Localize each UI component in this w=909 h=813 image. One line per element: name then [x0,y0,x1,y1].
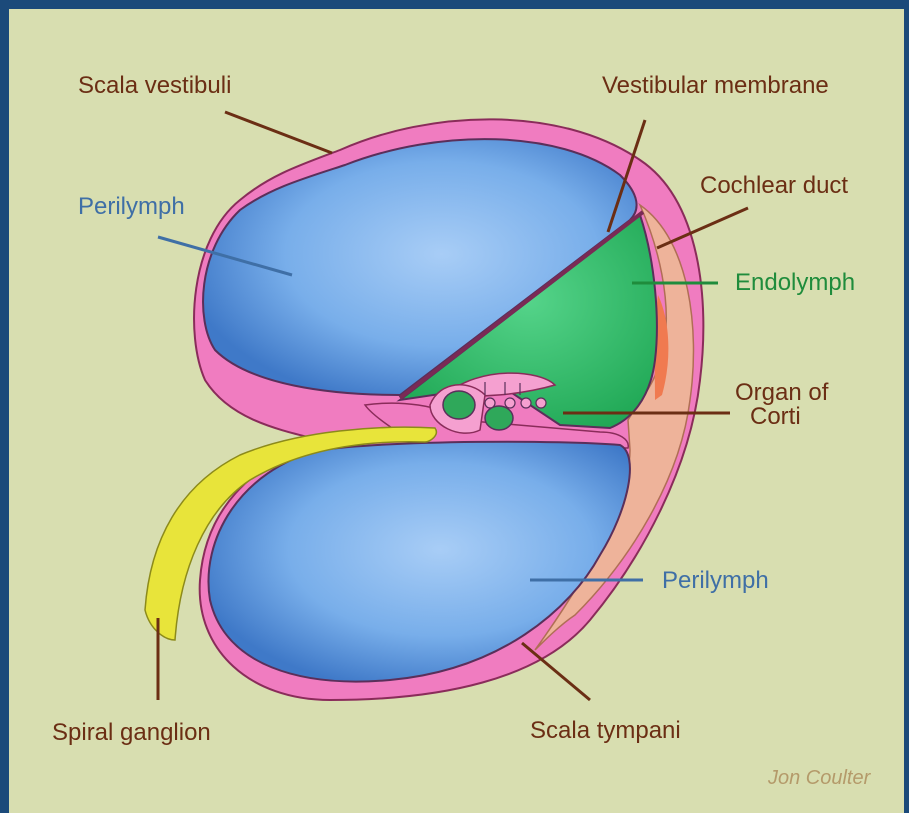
leader-scala-vestibuli [225,112,332,153]
label-endolymph: Endolymph [735,269,855,296]
label-perilymph-lower: Perilymph [662,567,769,594]
scala-tympani-perilymph [208,442,629,682]
author-credit: Jon Coulter [767,767,872,789]
label-scala-vestibuli: Scala vestibuli [78,72,231,99]
label-organ-of-corti-line2: Corti [750,403,801,430]
label-scala-tympani: Scala tympani [530,717,681,744]
label-perilymph-upper: Perilymph [78,193,185,220]
label-vestibular-membrane: Vestibular membrane [602,72,829,99]
label-cochlear-duct: Cochlear duct [700,172,848,199]
label-organ-of-corti-line1: Organ of [735,379,829,406]
label-spiral-ganglion: Spiral ganglion [52,719,211,746]
